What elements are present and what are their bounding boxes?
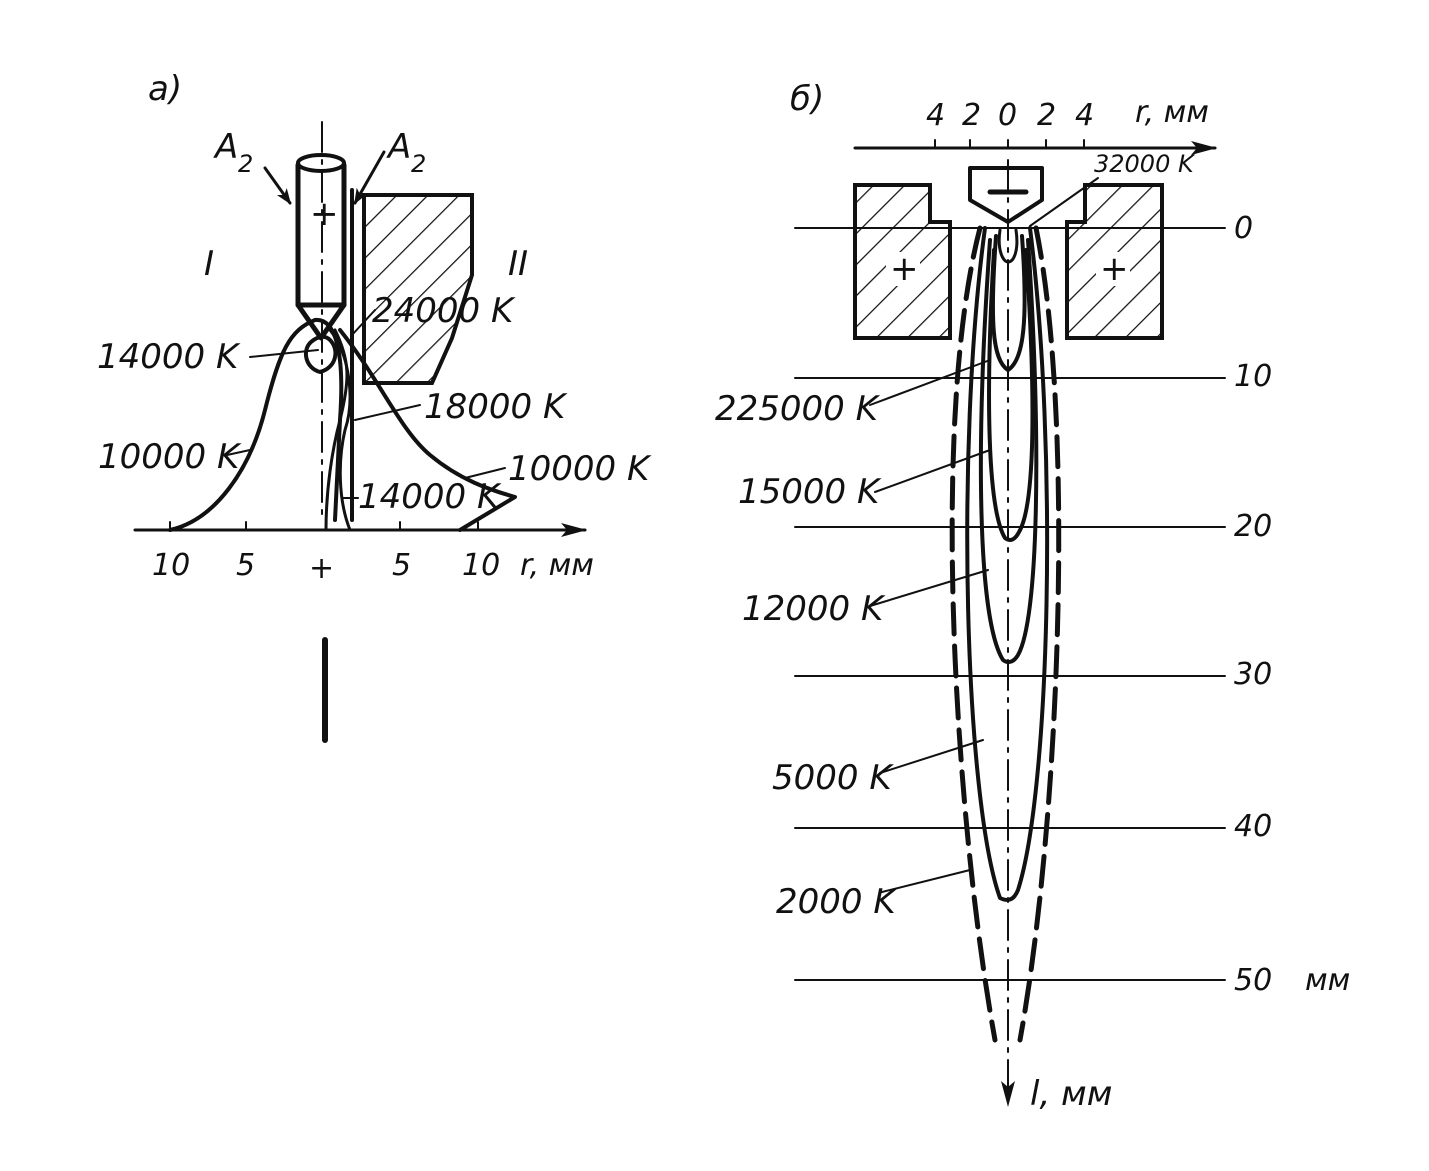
isotherm-12000 <box>987 248 1035 542</box>
panel-b-tick: 2 <box>1037 98 1056 133</box>
isotherm-label-14000-top: 14000 K <box>97 337 241 377</box>
panel-a: а) + A 2 A 2 I II <box>97 69 652 743</box>
panel-b-axis-label: r, мм <box>1135 95 1209 130</box>
svg-text:A: A <box>213 127 238 167</box>
svg-text:2: 2 <box>411 150 426 178</box>
leaders-b <box>869 359 991 893</box>
isotherm-label-24000: 24000 K <box>372 291 516 331</box>
depth-label: 50 <box>1234 963 1272 998</box>
isotherm-label-14000-bottom: 14000 K <box>358 477 502 517</box>
panel-a-tick: 5 <box>392 548 411 583</box>
isotherm-label-5000: 5000 K <box>772 758 894 798</box>
electrode-sign: + <box>310 194 339 234</box>
isotherms-a <box>168 317 517 532</box>
anode-right-sign: + <box>1100 249 1129 289</box>
panel-a-label: а) <box>148 69 182 109</box>
electrode: + <box>295 153 347 341</box>
arrow-a2-right: A 2 <box>353 127 426 205</box>
panel-a-tick: 10 <box>462 548 500 583</box>
region-label-i: I <box>204 244 214 284</box>
panel-a-axis-sign: + <box>309 551 334 586</box>
cathode <box>968 166 1044 224</box>
cathode-temp-leader <box>1029 177 1099 227</box>
panel-a-axis-label: r, мм <box>520 548 594 583</box>
isotherm-label-10000-left: 10000 K <box>98 437 242 477</box>
panel-b-tick: 2 <box>962 98 981 133</box>
panel-b-r-axis: 4 2 0 2 4 r, мм <box>853 95 1217 155</box>
isotherm-225000 <box>997 228 1019 264</box>
isotherm-label-225000: 225000 K <box>715 389 881 429</box>
panel-b-l-axis-label: l, мм <box>1030 1074 1112 1114</box>
isotherm-10000-right <box>338 328 517 532</box>
svg-text:A: A <box>386 127 411 167</box>
anode-left-sign-bg <box>886 252 920 286</box>
panel-b-label: б) <box>790 79 824 119</box>
isotherm-2000 <box>965 226 1050 902</box>
isotherm-10000-left <box>168 317 344 532</box>
isotherm-label-18000: 18000 K <box>424 387 568 427</box>
depth-label: 10 <box>1234 359 1272 394</box>
isotherm-outer-dashed <box>949 225 1062 1043</box>
panel-b: б) 4 2 0 2 4 r, мм 0 10 20 30 <box>715 79 1350 1114</box>
isotherms-b <box>949 225 1062 1043</box>
panel-b-tick: 4 <box>1075 98 1094 133</box>
region-label-ii: II <box>508 244 528 284</box>
panel-b-tick: 4 <box>926 98 945 133</box>
isotherm-label-2000: 2000 K <box>776 882 898 922</box>
depth-label: 0 <box>1234 211 1253 246</box>
isotherm-15000 <box>990 234 1027 372</box>
isotherm-label-15000: 15000 K <box>738 472 882 512</box>
cathode-temp-label: 32000 K <box>1094 150 1196 178</box>
svg-text:2: 2 <box>238 150 253 178</box>
depth-unit: мм <box>1305 963 1350 998</box>
isotherm-14000 <box>303 334 338 374</box>
anode-left-sign: + <box>890 249 919 289</box>
leaders-a <box>226 309 506 499</box>
panel-a-r-axis: 10 5 + 5 10 r, мм <box>133 521 594 586</box>
isotherm-label-12000: 12000 K <box>742 589 886 629</box>
depth-label: 20 <box>1234 509 1272 544</box>
panel-a-tick: 5 <box>236 548 255 583</box>
isotherm-24000 <box>324 328 349 532</box>
depth-label: 30 <box>1234 657 1272 692</box>
isotherm-label-10000-right: 10000 K <box>508 449 652 489</box>
anode-block <box>362 193 474 385</box>
depth-label: 40 <box>1234 809 1272 844</box>
panel-a-tick: 10 <box>152 548 190 583</box>
anode-right-sign-bg <box>1096 252 1130 286</box>
arrow-a2-left: A 2 <box>213 127 292 205</box>
isotherm-5000 <box>978 238 1039 665</box>
panel-b-tick: 0 <box>998 98 1017 133</box>
